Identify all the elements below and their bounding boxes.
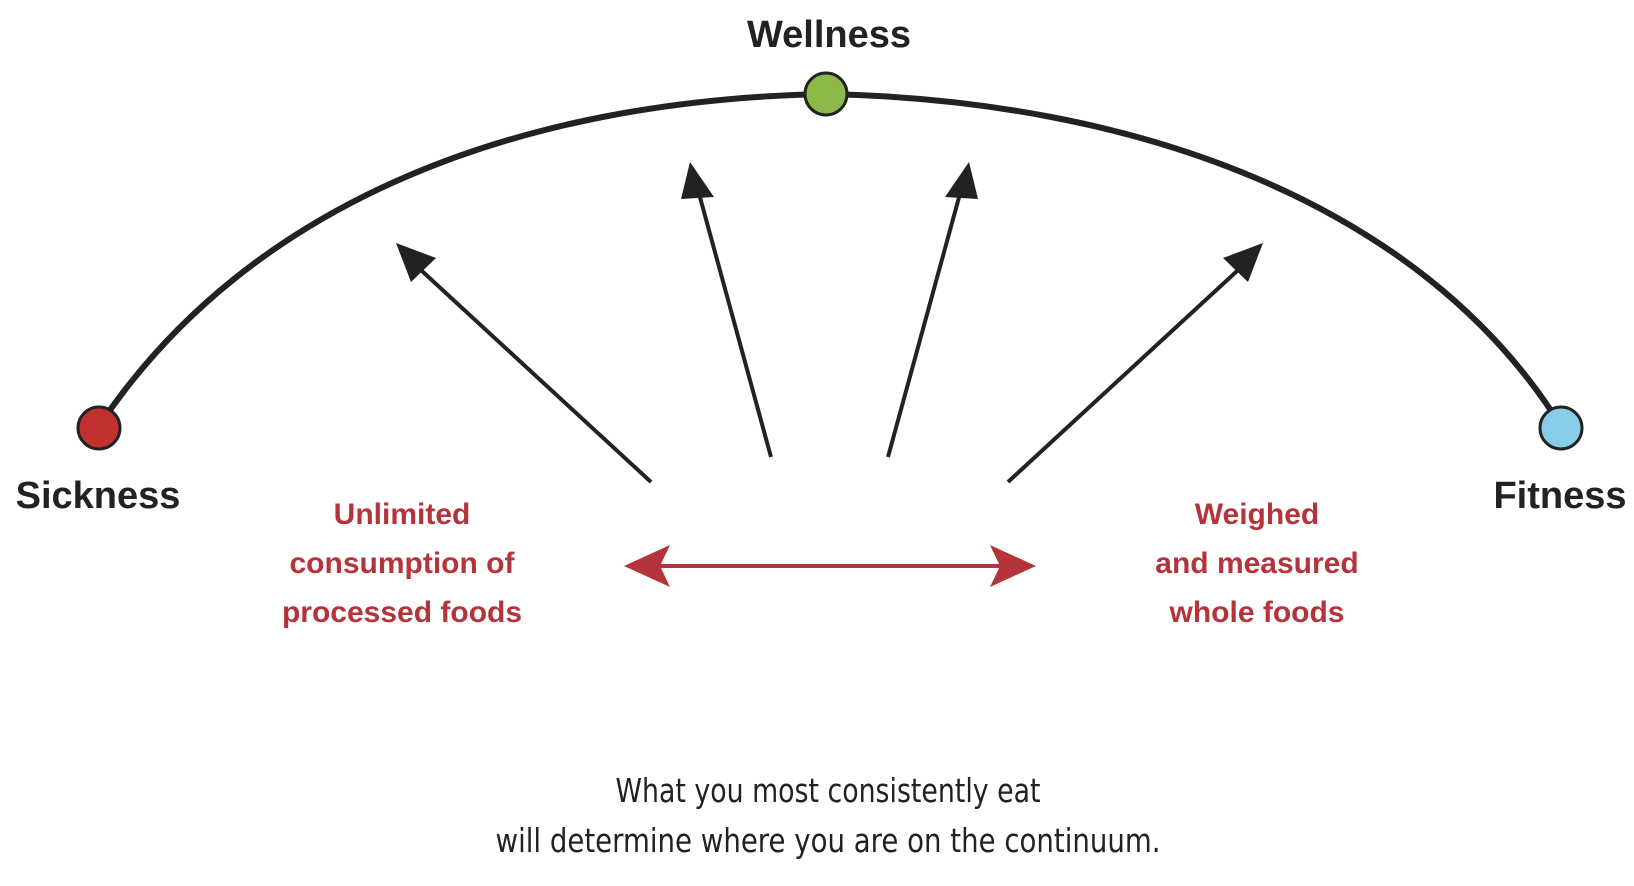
arrowhead-left-outer [396,243,436,282]
processed-foods-line-3: processed foods [282,596,522,629]
caption-line-2: will determine where you are on the cont… [496,821,1161,860]
arrow-line-1 [408,258,653,484]
sickness-node [76,405,122,451]
arrowhead-right-outer [1223,243,1263,282]
arrow-line-2 [696,189,773,458]
whole-foods-line-3: whole foods [1169,596,1345,629]
wellness-label: Wellness [747,14,911,56]
whole-foods-line-1: Weighed [1195,498,1319,531]
arrowhead-left-inner [681,162,714,199]
sickness-label: Sickness [16,475,181,517]
arrowhead-right-inner [945,162,978,199]
whole-foods-line-2: and measured [1155,547,1358,580]
food-spectrum-arrow [624,545,1036,587]
fitness-node [1538,405,1584,451]
wellness-node [803,71,849,117]
caption-line-1: What you most consistently eat [616,771,1041,810]
processed-foods-line-1: Unlimited [334,498,471,531]
food-spectrum-left-head [624,545,670,587]
processed-foods-label: Unlimited consumption of processed foods [282,498,522,629]
arrow-group [408,189,1251,484]
whole-foods-label: Weighed and measured whole foods [1155,498,1358,629]
arrow-line-3 [886,189,963,458]
caption: What you most consistently eat will dete… [496,771,1161,860]
arrow-line-4 [1006,258,1251,484]
processed-foods-line-2: consumption of [290,547,516,580]
continuum-arc [96,90,1564,429]
fitness-label: Fitness [1493,475,1626,517]
food-spectrum-right-head [990,545,1036,587]
